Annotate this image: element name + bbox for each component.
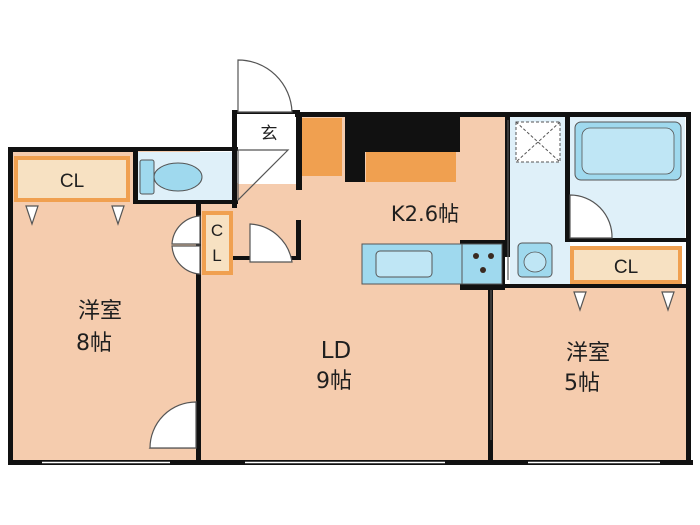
entrance-floor — [238, 112, 300, 184]
wall-toilet-bottom — [133, 200, 238, 204]
bath-door-swing — [569, 194, 613, 239]
door-marker — [661, 291, 675, 312]
stove-icon — [461, 243, 503, 285]
closets — [14, 118, 682, 284]
kitchen-sink-icon — [375, 250, 433, 278]
burner-icon — [480, 267, 486, 273]
wall-bath-divider — [565, 117, 570, 240]
entrance-door-swing — [237, 59, 293, 113]
bathtub-inner — [581, 127, 675, 175]
labels: CL C L CL 玄 K2.6帖 洋室 8帖 LD 9帖 洋室 5帖 — [60, 124, 638, 396]
entrance-label: 玄 — [261, 124, 278, 144]
western-room-5-size: 5帖 — [564, 371, 600, 396]
wall-hall-left — [232, 112, 237, 208]
western-room-8-name: 洋室 — [78, 299, 122, 324]
closet-door-markers — [25, 205, 675, 312]
closet-hall — [202, 211, 233, 275]
washer-pan-icon — [515, 121, 561, 163]
wall-kitchen-block — [345, 112, 460, 152]
fixtures — [139, 121, 682, 285]
closet-right-label: CL — [614, 257, 638, 278]
western-room-8-size: 8帖 — [76, 331, 112, 356]
outer-wall-top — [295, 112, 691, 117]
ld-size: 9帖 — [316, 369, 352, 394]
wall-kitchen-stub — [345, 152, 365, 182]
closet-right — [570, 246, 682, 284]
wall-room8-right — [196, 204, 201, 464]
outer-wall-right — [686, 112, 691, 465]
ld-name: LD — [321, 338, 352, 364]
closet-left-label: CL — [60, 171, 84, 192]
door-marker — [25, 205, 39, 226]
wall-toilet-left — [133, 147, 138, 204]
outer-wall-top-left — [8, 147, 138, 152]
door-swings — [148, 59, 613, 449]
storage-entrance — [302, 118, 342, 176]
western-room-5-name: 洋室 — [566, 341, 610, 366]
wall-toilet-top — [133, 147, 238, 151]
western-room-5-floor — [492, 285, 687, 462]
burner-icon — [473, 253, 479, 259]
door-marker — [111, 205, 125, 226]
toilet-tank — [139, 159, 155, 195]
washbasin-bowl — [523, 251, 547, 273]
burner-icon — [488, 253, 494, 259]
storage-kitchen — [366, 152, 456, 182]
closet-hall-door-bot — [171, 245, 201, 275]
wall-hall-right — [296, 112, 302, 190]
door-marker — [573, 291, 587, 312]
toilet-bowl-icon — [153, 162, 203, 192]
wall-room5-top — [488, 284, 688, 288]
wall-hall-lower — [296, 220, 301, 260]
closet-hall-label-c: C — [211, 221, 223, 240]
outer-wall-left — [8, 147, 13, 465]
room8-door-arc — [149, 401, 197, 449]
closet-hall-door-top — [171, 215, 201, 245]
closet-left — [14, 156, 130, 202]
toilet-door-swing — [237, 149, 290, 202]
wall-bath-bottom — [565, 238, 690, 242]
hall-door-swing — [249, 223, 293, 263]
kitchen-label: K2.6帖 — [391, 202, 459, 226]
closet-hall-label-l: L — [212, 246, 221, 265]
